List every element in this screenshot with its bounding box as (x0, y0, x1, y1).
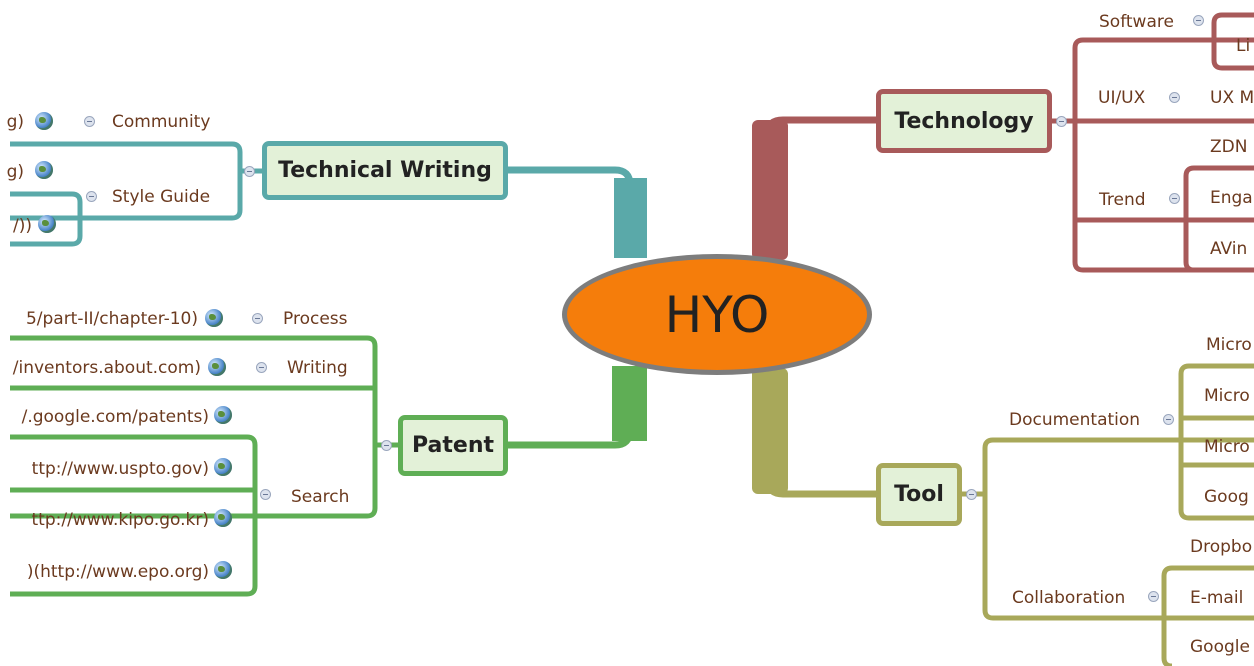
trunk-technology-bar (752, 120, 788, 260)
globe-icon[interactable] (208, 358, 226, 376)
leaf-item[interactable]: Micro (1204, 437, 1250, 457)
leaf-item[interactable]: Micro (1204, 386, 1250, 406)
topic-patent[interactable]: Patent (398, 415, 508, 476)
leaf-item[interactable]: Dropbo (1190, 537, 1253, 557)
subtopic-collaboration[interactable]: Collaboration (1012, 588, 1126, 608)
collapse-icon[interactable] (1169, 193, 1180, 204)
leaf-link[interactable]: ttp://www.uspto.gov) (31, 459, 209, 479)
collapse-icon[interactable] (1148, 591, 1159, 602)
topic-technical-writing[interactable]: Technical Writing (262, 141, 508, 200)
collapse-icon[interactable] (252, 313, 263, 324)
leaf-link[interactable]: )(http://www.epo.org) (26, 562, 209, 582)
collapse-icon[interactable] (966, 489, 977, 500)
globe-icon[interactable] (35, 112, 53, 130)
subtopic-process[interactable]: Process (283, 309, 348, 329)
leaf-item[interactable]: UX M (1210, 88, 1254, 108)
center-node-label: HYO (664, 285, 770, 344)
collapse-icon[interactable] (381, 440, 392, 451)
topic-technology[interactable]: Technology (876, 89, 1052, 153)
collapse-icon[interactable] (1169, 92, 1180, 103)
collapse-icon[interactable] (260, 489, 271, 500)
globe-icon[interactable] (214, 509, 232, 527)
subtopic-software[interactable]: Software (1099, 12, 1174, 32)
leaf-item[interactable]: Micro (1206, 335, 1252, 355)
globe-icon[interactable] (35, 161, 53, 179)
leaf-item[interactable]: Goog (1204, 487, 1249, 507)
collapse-icon[interactable] (86, 191, 97, 202)
globe-icon[interactable] (214, 561, 232, 579)
topic-technology-label: Technology (894, 108, 1034, 134)
subtopic-style-guide[interactable]: Style Guide (112, 187, 211, 207)
globe-icon[interactable] (214, 458, 232, 476)
leaf-item[interactable]: Li (1236, 36, 1251, 56)
topic-patent-label: Patent (412, 433, 494, 458)
patent-links (10, 335, 398, 597)
leaf-item[interactable]: Enga (1210, 188, 1253, 208)
trunk-patent (505, 370, 634, 449)
leaf-item[interactable]: Google (1190, 637, 1250, 657)
trunk-technical-writing (505, 166, 634, 255)
subtopic-documentation[interactable]: Documentation (1009, 410, 1141, 430)
globe-icon[interactable] (205, 309, 223, 327)
globe-icon[interactable] (214, 406, 232, 424)
collapse-icon[interactable] (244, 166, 255, 177)
trunk-technical-writing-bar (614, 178, 647, 258)
subtopic-ui-ux[interactable]: UI/UX (1098, 88, 1146, 108)
collapse-icon[interactable] (1056, 116, 1067, 127)
subtopic-community[interactable]: Community (112, 112, 211, 132)
leaf-item[interactable]: ZDN (1210, 137, 1248, 157)
topic-tool[interactable]: Tool (876, 463, 962, 526)
center-node[interactable]: HYO (562, 254, 872, 375)
collapse-icon[interactable] (1193, 15, 1204, 26)
topic-technical-writing-label: Technical Writing (278, 158, 492, 183)
topic-tool-label: Tool (894, 482, 944, 507)
leaf-item[interactable]: E-mail (1190, 588, 1244, 608)
leaf-link[interactable]: /.google.com/patents) (21, 407, 209, 427)
leaf-item[interactable]: AVin (1210, 239, 1248, 259)
leaf-link[interactable]: g) (6, 112, 24, 132)
subtopic-writing[interactable]: Writing (287, 358, 348, 378)
subtopic-trend[interactable]: Trend (1099, 190, 1146, 210)
leaf-link[interactable]: ttp://www.kipo.go.kr) (31, 510, 210, 530)
leaf-link[interactable]: /inventors.about.com) (12, 358, 201, 378)
collapse-icon[interactable] (84, 116, 95, 127)
subtopic-search[interactable]: Search (291, 487, 350, 507)
collapse-icon[interactable] (1163, 414, 1174, 425)
leaf-link[interactable]: 5/part-II/chapter-10) (25, 309, 198, 329)
leaf-link[interactable]: /)) (13, 216, 32, 236)
collapse-icon[interactable] (256, 362, 267, 373)
trunk-tool-bar (752, 368, 788, 494)
trunk-patent-bar (612, 366, 647, 441)
leaf-link[interactable]: g) (6, 162, 24, 182)
globe-icon[interactable] (38, 215, 56, 233)
